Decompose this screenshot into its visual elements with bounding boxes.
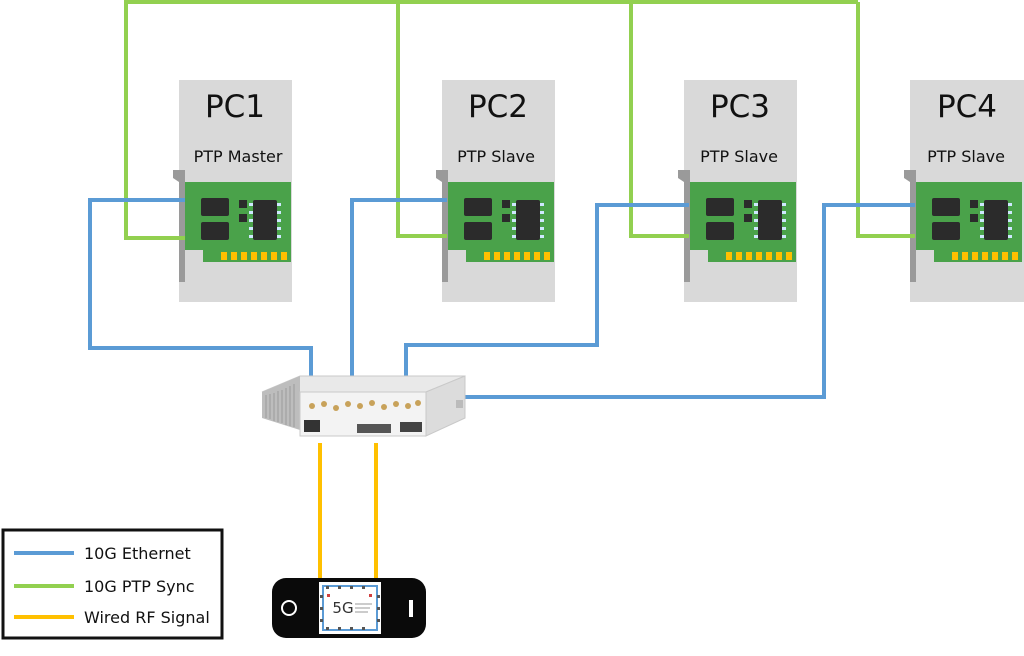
- nic-card-icon: [678, 170, 796, 282]
- server-unit-icon: [261, 375, 466, 437]
- ptp-sync-links: [124, 0, 915, 240]
- legend-label-ethernet: 10G Ethernet: [84, 544, 191, 563]
- phone-screen-label: 5G: [332, 599, 353, 617]
- pc-3-title: PC3: [710, 89, 770, 125]
- phone-icon: 5G: [272, 578, 426, 638]
- nic-card-icon: [904, 170, 1022, 282]
- pc-2-role: PTP Slave: [457, 147, 535, 166]
- ethernet-link-pc4: [462, 203, 915, 399]
- ptp-link-pc4: [856, 2, 915, 238]
- legend-label-rf: Wired RF Signal: [84, 608, 210, 627]
- ethernet-link-pc3: [404, 203, 689, 380]
- pc-4-title: PC4: [937, 89, 997, 125]
- pc-4-role: PTP Slave: [927, 147, 1005, 166]
- ethernet-link-pc1: [88, 198, 313, 388]
- ptp-link-pc2: [396, 2, 447, 238]
- pc-3-role: PTP Slave: [700, 147, 778, 166]
- ptp-link-pc3: [629, 2, 689, 238]
- ethernet-links: [88, 198, 915, 399]
- ptp-link-pc1: [124, 0, 858, 240]
- pc-1-title: PC1: [205, 89, 265, 125]
- legend-label-ptp: 10G PTP Sync: [84, 577, 195, 596]
- rf-signal-links: [318, 443, 378, 580]
- ethernet-link-pc2: [350, 198, 447, 383]
- pc-1-role: PTP Master: [194, 147, 283, 166]
- legend: 10G Ethernet 10G PTP Sync Wired RF Signa…: [1, 528, 224, 640]
- pc-2-title: PC2: [468, 89, 528, 125]
